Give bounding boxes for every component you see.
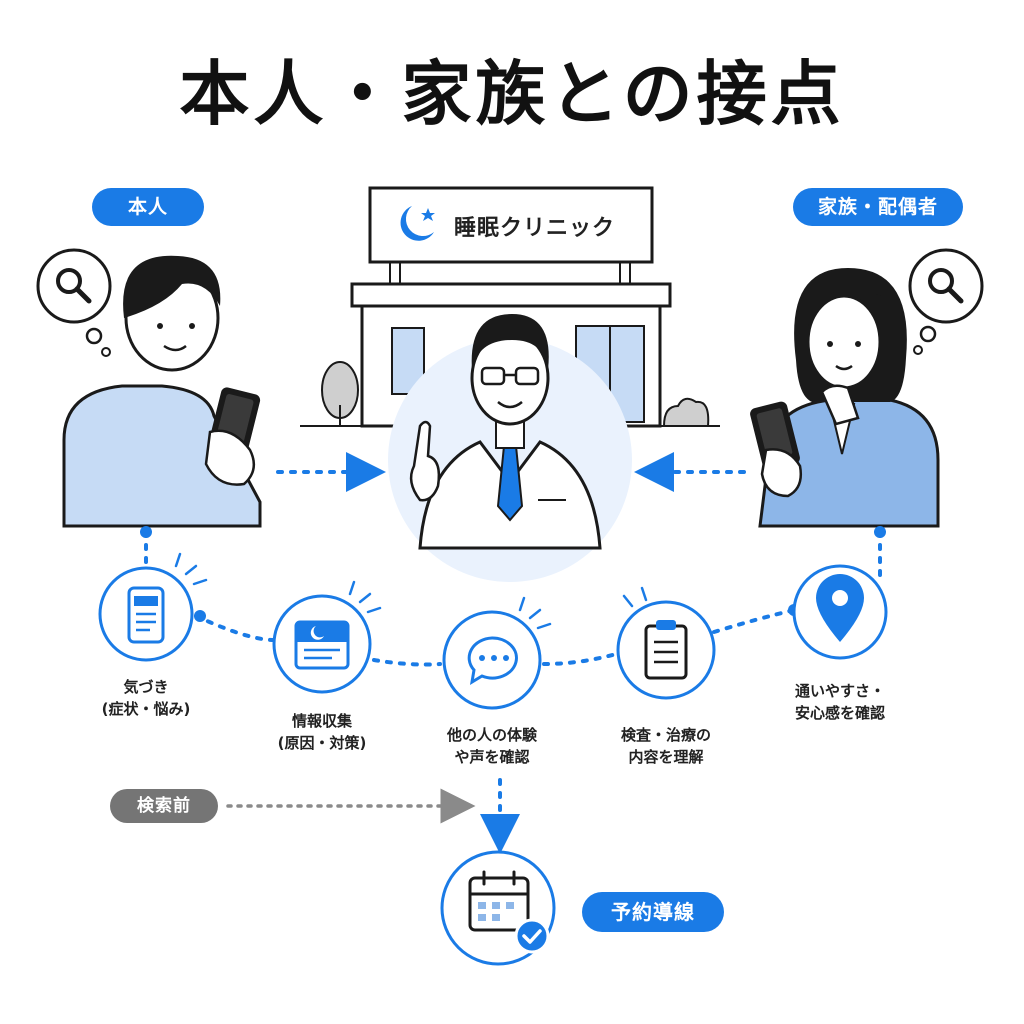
journey-path [144,530,882,667]
family-pill: 家族・配偶者 [793,188,963,226]
step-2-subtitle: (原因・対策) [277,734,367,752]
journey-dot [140,526,152,538]
step-5-label: 通いやすさ・ 安心感を確認 [772,680,908,724]
clipboard-icon [644,620,688,680]
step-5-subtitle: 安心感を確認 [794,704,885,722]
family-illustration [750,268,940,528]
step-3-label: 他の人の体験 や声を確認 [426,724,558,768]
step-4-title: 検査・治療の [620,726,711,744]
moon-star-icon [400,206,435,241]
booking-pill: 予約導線 [582,892,724,932]
step-1-title: 気づき [123,678,169,696]
step-3-title: 他の人の体験 [446,726,537,744]
smartphone-icon [127,586,165,644]
journey-dot [874,526,886,538]
step-2-title: 情報収集 [291,712,352,730]
location-pin-icon [816,574,864,642]
step-1-subtitle: (症状・悩み) [101,700,191,718]
search-icon [56,268,92,304]
doctor-illustration [409,314,602,550]
journey-dot [194,610,206,622]
patient-thought-bubble [36,248,112,357]
sleep-info-card-icon [294,620,350,670]
step-4-subtitle: 内容を理解 [628,748,704,766]
step-4-label: 検査・治療の 内容を理解 [600,724,732,768]
step-5-title: 通いやすさ・ [794,682,885,700]
calendar-check-icon [468,870,550,954]
chat-bubble-icon [467,636,518,685]
step-2-label: 情報収集 (原因・対策) [262,710,382,754]
family-thought-bubble [908,248,984,355]
patient-pill: 本人 [92,188,204,226]
step-1-label: 気づき (症状・悩み) [86,676,206,720]
patient-illustration [62,255,262,528]
page-title: 本人・家族との接点 [179,53,845,135]
pre-search-pill: 検索前 [110,789,218,823]
step-3-subtitle: や声を確認 [454,748,530,766]
clinic-sign-text: 睡眠クリニック [454,216,616,241]
search-icon [928,268,964,304]
